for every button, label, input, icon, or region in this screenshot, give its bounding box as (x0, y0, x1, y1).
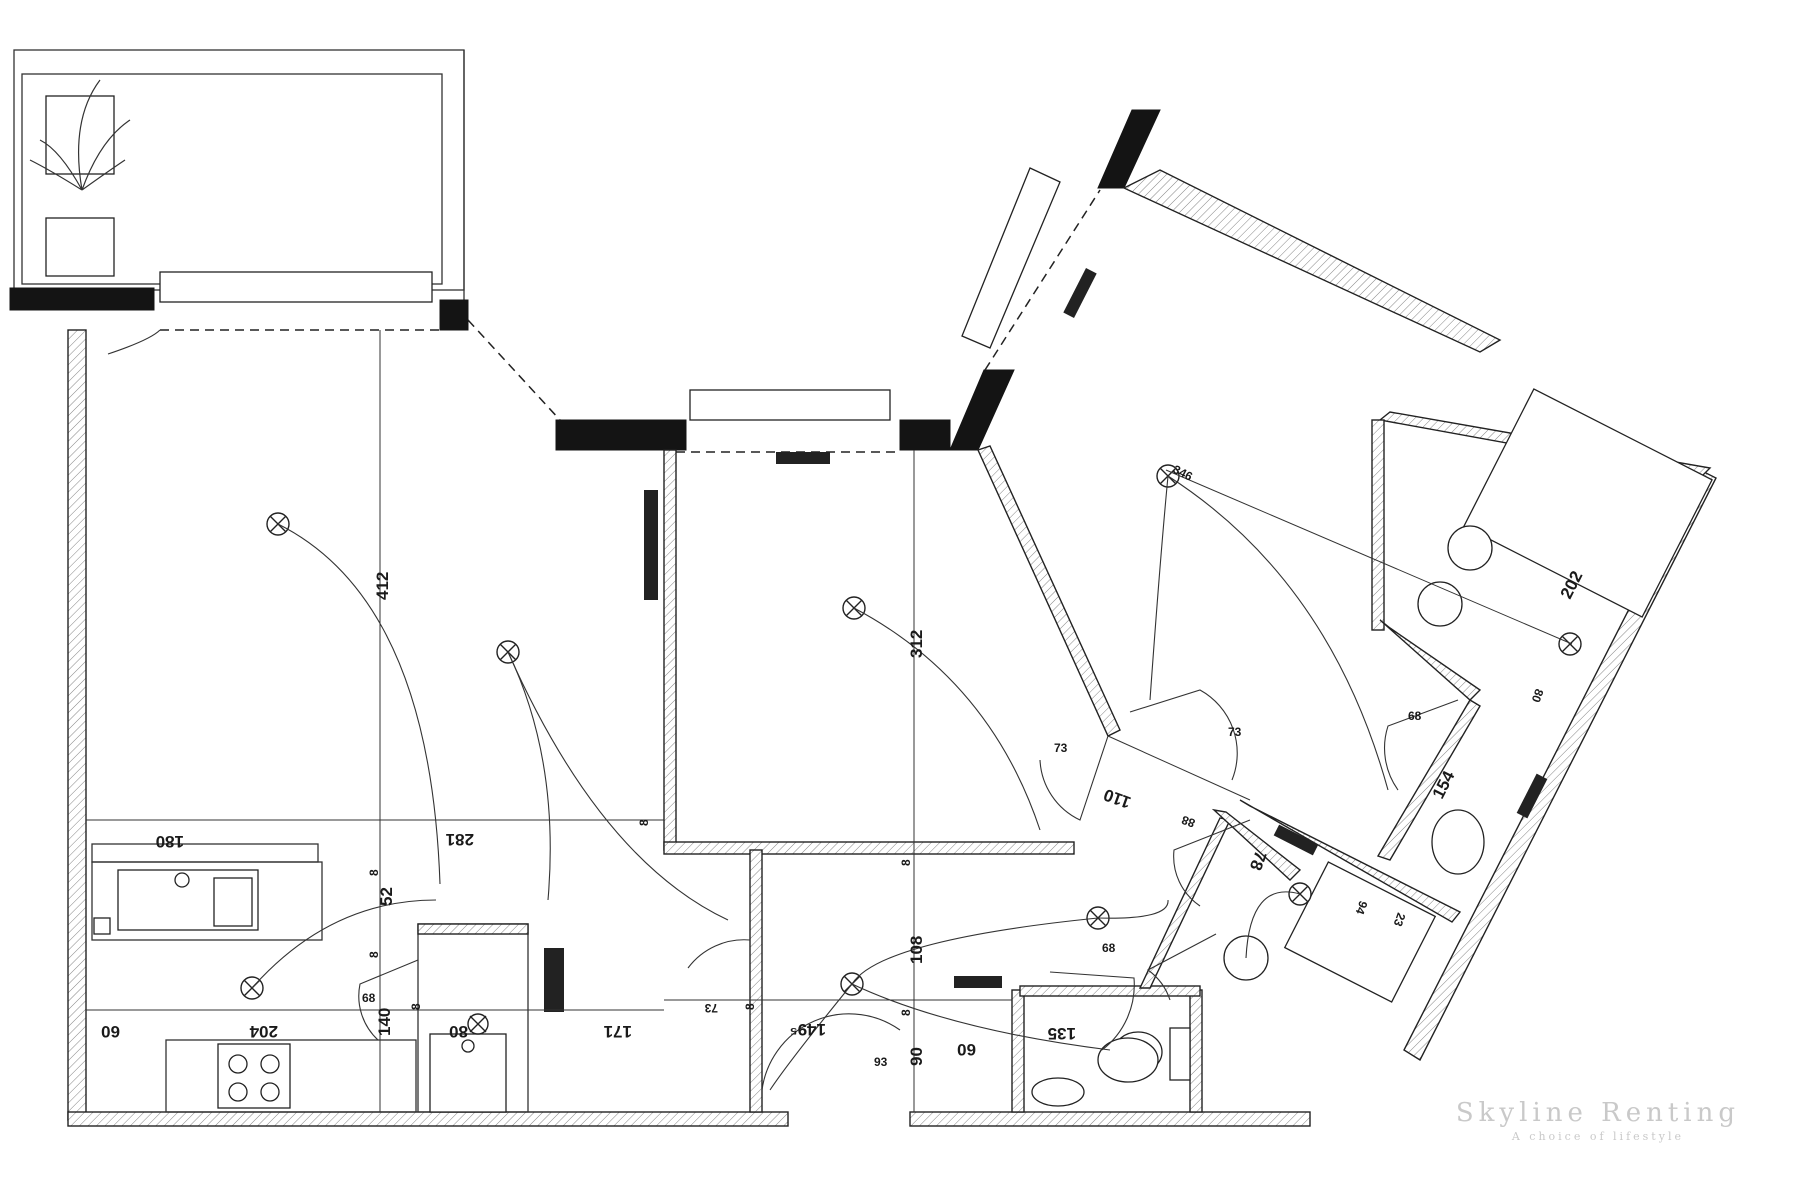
dimension-52: 52 (377, 887, 396, 906)
dimension-8: 8 (367, 951, 381, 958)
dimension-204: 204 (249, 1022, 278, 1041)
dimension-88: 88 (1179, 813, 1197, 831)
dimension-60: 60 (101, 1022, 120, 1041)
dimension-135: 135 (1048, 1024, 1076, 1043)
dimension-8: 8 (637, 819, 651, 826)
dimension-80: 80 (449, 1022, 468, 1041)
dimension-8: 8 (409, 1003, 423, 1010)
brand-watermark: Skyline Renting A choice of lifestyle (1456, 1098, 1740, 1143)
windows (159, 167, 1101, 453)
ceiling-light-icon (467, 1013, 489, 1035)
structural-walls (9, 109, 1161, 451)
dimension-68: 68 (1408, 709, 1422, 723)
balcony (13, 49, 465, 300)
dimension-8: 8 (367, 869, 381, 876)
plant-icon (29, 79, 131, 191)
dimension-80: 80 (1529, 687, 1547, 705)
electrical-wiring (107, 329, 1389, 1091)
brand-tagline: A choice of lifestyle (1511, 1130, 1684, 1143)
dimension-73: 73 (704, 1001, 718, 1015)
dimension-93: 93 (874, 1055, 888, 1069)
dimension-281: 281 (446, 830, 474, 849)
bathroom-fixtures (1031, 388, 1713, 1107)
dimension-73: 73 (1228, 725, 1242, 739)
dimension-412: 412 (373, 572, 392, 600)
dimension-110: 110 (1101, 785, 1133, 812)
dimension-108: 108 (907, 936, 926, 964)
dimension-60: 60 (957, 1040, 976, 1059)
walls (67, 169, 1717, 1127)
dimension-94: 94 (1353, 899, 1371, 917)
dimension-8: 8 (743, 1003, 757, 1010)
dimension-68: 68 (362, 991, 376, 1005)
dimension-140: 140 (375, 1008, 394, 1036)
kitchen-counter (91, 843, 507, 1113)
dimension-171: 171 (604, 1022, 632, 1041)
dimension-23: 23 (1391, 911, 1409, 929)
dimension-68: 68 (1102, 941, 1116, 955)
dimension-312: 312 (907, 630, 926, 658)
doors (358, 689, 1459, 1091)
dimension-90: 90 (907, 1047, 926, 1066)
dimension-8: 8 (899, 1009, 913, 1016)
dimension-149: 149⁵ (790, 1020, 826, 1039)
dimension-lines (86, 330, 1573, 1112)
dimension-73: 73 (1054, 741, 1068, 755)
radiators (544, 268, 1548, 1012)
dimension-180: 180 (156, 832, 184, 851)
ceiling-light-icon (1558, 632, 1582, 656)
brand-name: Skyline Renting (1455, 1098, 1740, 1128)
dimension-8: 8 (899, 859, 913, 866)
